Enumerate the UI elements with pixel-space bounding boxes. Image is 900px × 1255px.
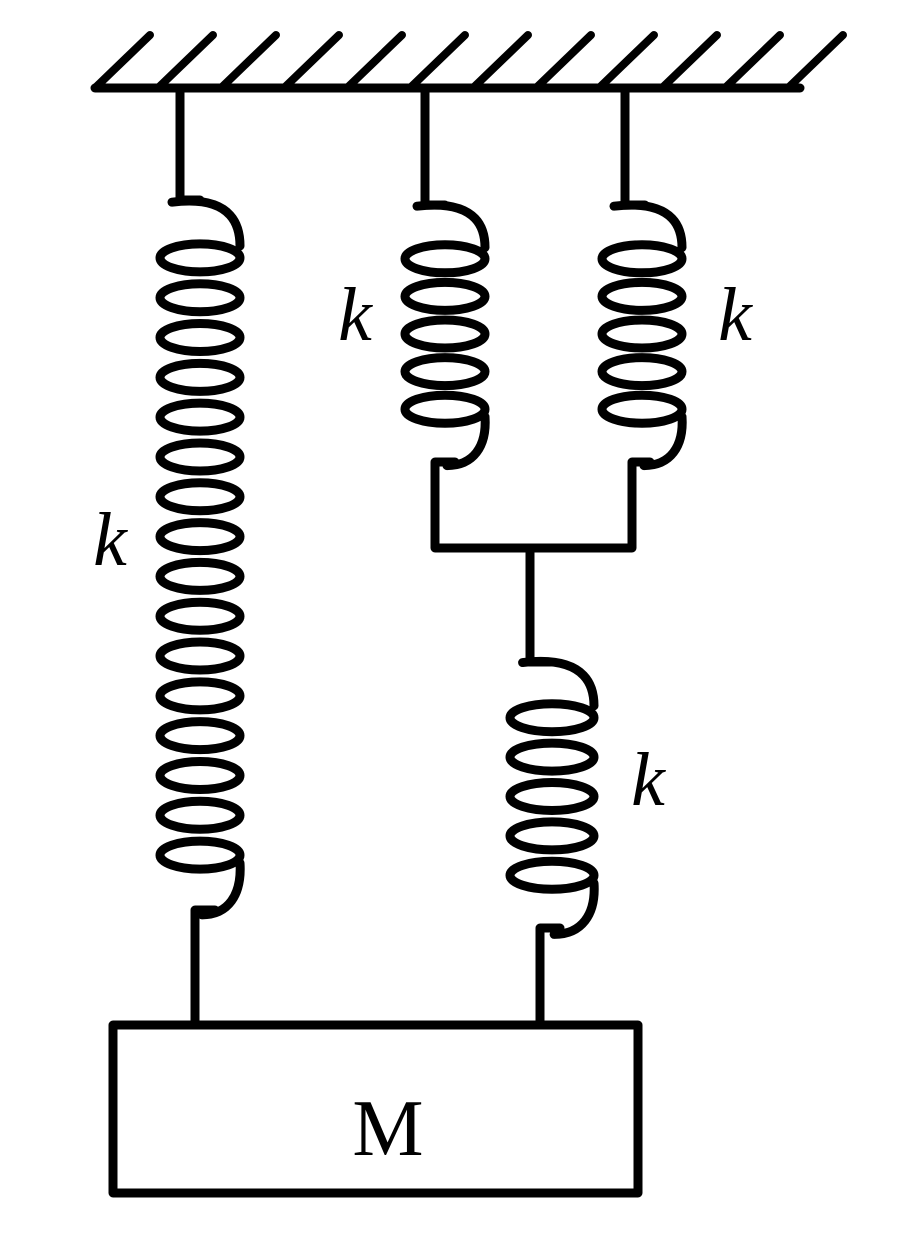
coil-turn <box>155 836 245 874</box>
coil-turn <box>400 315 490 353</box>
coil-turn <box>505 699 599 737</box>
coil-entry <box>167 196 245 251</box>
hatch-line <box>721 31 784 92</box>
ceiling <box>90 31 847 93</box>
coil-turn <box>155 239 245 277</box>
coil-turn <box>155 597 245 635</box>
coil-turn <box>400 353 490 391</box>
spring-top-middle-coil <box>400 200 490 471</box>
mass-label: M <box>352 1085 423 1173</box>
coil-turn <box>505 778 599 815</box>
coil-turn <box>505 738 599 776</box>
hatch-line <box>406 31 469 92</box>
coil-turn <box>155 717 245 755</box>
hatch-line <box>343 31 406 92</box>
coil-turn <box>505 817 599 855</box>
coil-turn <box>597 390 687 428</box>
spring-top-right-top-wire <box>620 83 650 210</box>
spring-top-right-label: k <box>718 273 753 357</box>
coil-turn <box>505 856 599 894</box>
hatch-line <box>658 31 721 92</box>
spring-bottom <box>505 656 599 1030</box>
parallel-connector <box>430 457 655 667</box>
connector-bar <box>430 457 655 553</box>
coil-turn <box>155 398 245 436</box>
coil-turn <box>597 315 687 353</box>
hatch-line <box>784 31 847 92</box>
coil-turn <box>155 677 245 715</box>
mass-rectangle <box>108 1020 643 1198</box>
hatch-line <box>469 31 532 92</box>
spring-top-middle-top-wire <box>420 83 450 210</box>
spring-top-right-coil <box>597 200 687 471</box>
hatch-line <box>280 31 343 92</box>
spring-left <box>155 83 245 1030</box>
coil-turn <box>155 796 245 834</box>
coil-turn <box>597 277 687 315</box>
coil-turn <box>155 756 245 794</box>
coil-turn <box>155 637 245 675</box>
spring-bottom-bottom-wire <box>535 923 565 1030</box>
spring-left-label: k <box>93 498 128 582</box>
ceiling-hatching <box>91 31 847 92</box>
coil-turn <box>155 518 245 556</box>
coil-turn <box>155 557 245 595</box>
coil-turn <box>597 353 687 391</box>
hatch-line <box>91 31 154 92</box>
coil-turn <box>155 279 245 317</box>
coil-entry <box>518 656 599 711</box>
coil-entry <box>609 200 687 253</box>
hatch-line <box>154 31 217 92</box>
spring-top-right <box>597 83 687 471</box>
coil-exit <box>549 878 599 939</box>
spring-top-middle <box>400 83 490 471</box>
mass-block: M <box>108 1020 643 1198</box>
coil-turn <box>400 390 490 428</box>
hatch-line <box>217 31 280 92</box>
spring-bottom-label: k <box>631 738 666 822</box>
coil-turn <box>400 240 490 278</box>
spring-top-middle-label: k <box>338 273 373 357</box>
coil-entry <box>412 200 490 253</box>
coil-turn <box>155 478 245 516</box>
spring-left-coil <box>155 196 245 920</box>
hatch-line <box>595 31 658 92</box>
coil-turn <box>597 240 687 278</box>
spring-bottom-coil <box>505 656 599 939</box>
spring-left-bottom-wire <box>190 905 220 1030</box>
spring-left-top-wire <box>175 83 205 205</box>
coil-turn <box>155 358 245 396</box>
coil-turn <box>155 438 245 476</box>
coil-turn <box>155 319 245 357</box>
hatch-line <box>532 31 595 92</box>
coil-turn <box>400 277 490 315</box>
